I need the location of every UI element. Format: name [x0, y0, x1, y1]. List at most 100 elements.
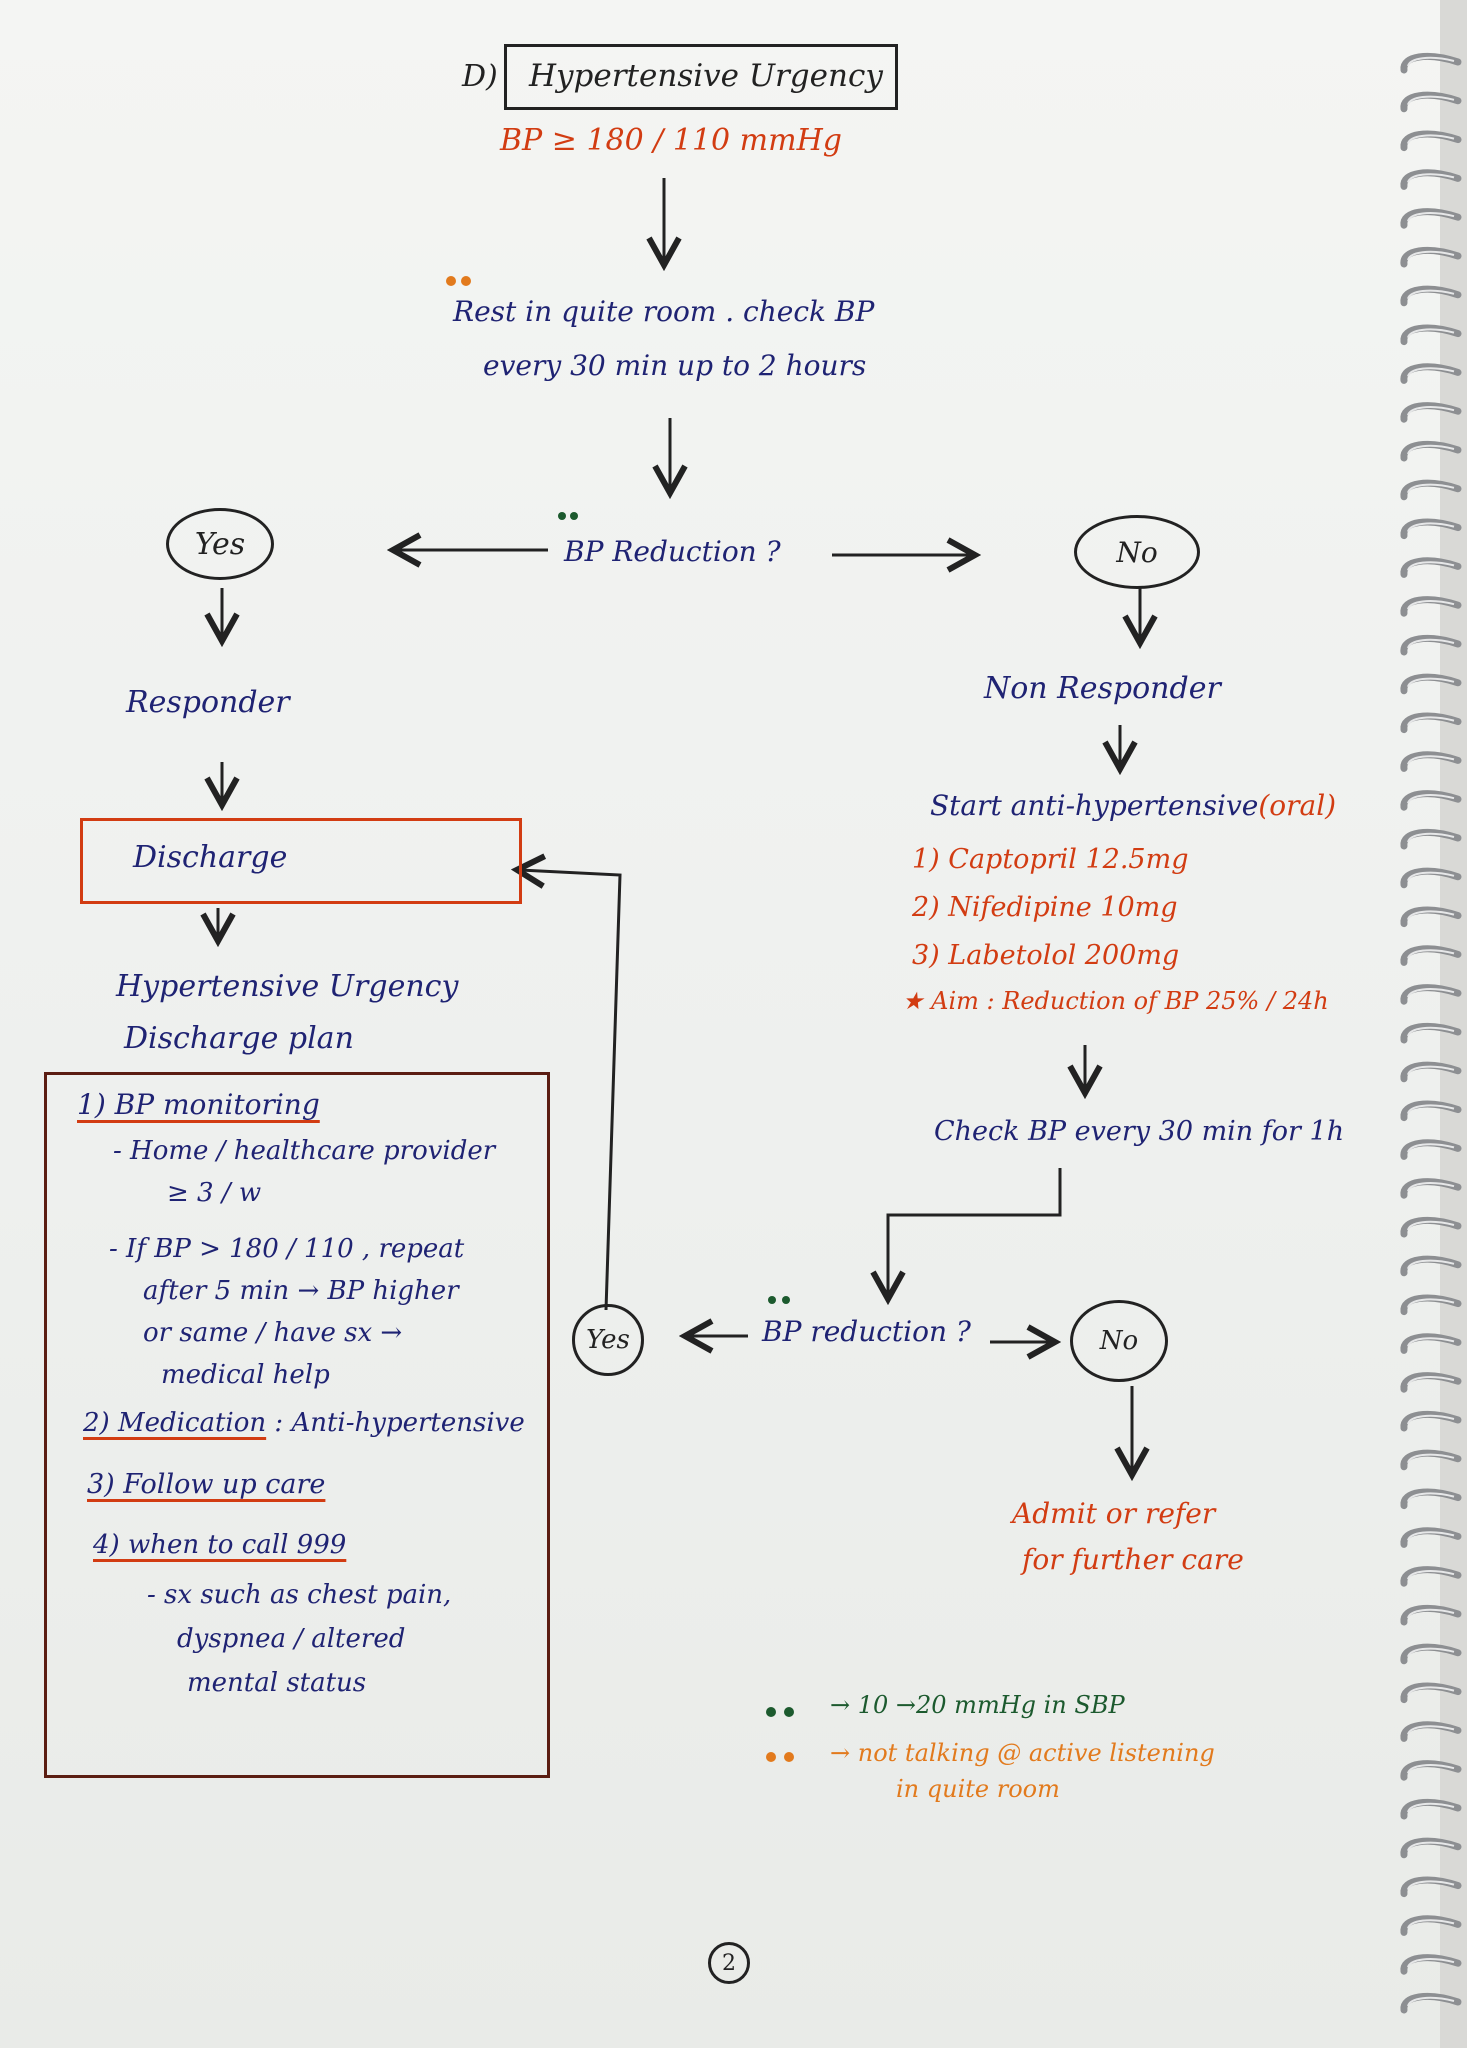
decision2-yes: Yes — [572, 1304, 644, 1376]
plan-item1-bullet2-line4: medical help — [161, 1360, 330, 1390]
spiral-ring-highlight — [1407, 1880, 1455, 1891]
spiral-ring-highlight — [1407, 250, 1455, 261]
spiral-ring-highlight — [1407, 910, 1455, 921]
rest-step-line2: every 30 min up to 2 hours — [483, 349, 867, 382]
non-responder-label: Non Responder — [984, 671, 1221, 706]
plan-item4-line3: mental status — [187, 1668, 367, 1698]
plan-title-line2: Discharge plan — [124, 1021, 354, 1056]
green-dot-marker — [570, 512, 578, 520]
spiral-ring-highlight — [1407, 716, 1455, 727]
treatment-aim: ★ Aim : Reduction of BP 25% / 24h — [902, 987, 1329, 1015]
plan-item1-bullet2-line2: after 5 min → BP higher — [143, 1276, 459, 1306]
plan-item1-bullet2-line3: or same / have sx → — [143, 1318, 403, 1348]
spiral-ring-highlight — [1407, 1570, 1455, 1580]
plan-item2: 2) Medication : Anti-hypertensive — [83, 1408, 525, 1439]
arrow-recheck-to-decision2 — [888, 1168, 1062, 1296]
plan-item1-heading: 1) BP monitoring — [77, 1088, 320, 1121]
discharge-label: Discharge — [133, 840, 288, 875]
drug-labetolol: 3) Labetolol 200mg — [912, 940, 1180, 971]
spiral-ring-highlight — [1407, 173, 1455, 183]
green-dot-marker — [782, 1296, 790, 1304]
spiral-binding — [1398, 40, 1464, 2030]
spiral-ring-highlight — [1407, 289, 1455, 300]
spiral-ring-highlight — [1407, 1919, 1455, 1929]
spiral-ring-highlight — [1407, 367, 1455, 377]
spiral-ring-highlight — [1407, 1182, 1455, 1192]
spiral-ring-highlight — [1407, 1337, 1455, 1347]
plan-item4-line2: dyspnea / altered — [177, 1624, 406, 1654]
orange-dot-marker — [461, 276, 471, 286]
legend-orange-dot — [766, 1752, 776, 1762]
plan-item1-bullet1-line2: ≥ 3 / w — [167, 1178, 262, 1208]
decision1-no: No — [1074, 515, 1200, 589]
plan-item1-bullet1-line1: - Home / healthcare provider — [113, 1136, 496, 1166]
legend-orange-line1: → not talking @ active listening — [830, 1739, 1215, 1767]
spiral-ring-highlight — [1407, 600, 1455, 610]
legend-green-dot — [766, 1707, 776, 1717]
spiral-ring-highlight — [1407, 1802, 1455, 1813]
responder-label: Responder — [126, 685, 290, 720]
spiral-ring-highlight — [1407, 1104, 1455, 1115]
page-number: 2 — [708, 1942, 750, 1984]
spiral-ring-highlight — [1407, 1764, 1455, 1774]
title-box: Hypertensive Urgency — [504, 44, 898, 110]
plan-item4-line1: - sx such as chest pain, — [147, 1580, 452, 1610]
decision2-question: BP reduction ? — [762, 1315, 971, 1348]
drug-captopril: 1) Captopril 12.5mg — [912, 844, 1189, 875]
legend-green-dot — [784, 1707, 794, 1717]
legend-orange-line2: in quite room — [896, 1775, 1060, 1803]
spiral-ring-highlight — [1407, 134, 1455, 145]
spiral-ring-highlight — [1407, 56, 1455, 67]
spiral-ring-highlight — [1407, 1259, 1455, 1270]
spiral-ring-highlight — [1407, 1958, 1455, 1968]
spiral-ring-highlight — [1407, 1453, 1455, 1464]
drug-nifedipine: 2) Nifedipine 10mg — [912, 892, 1178, 923]
start-label: Start anti-hypertensive — [930, 789, 1259, 822]
spiral-ring-highlight — [1407, 328, 1455, 339]
decision2-yes-label: Yes — [586, 1325, 630, 1355]
legend-green-text: → 10 →20 mmHg in SBP — [830, 1691, 1125, 1719]
spiral-ring-highlight — [1407, 1531, 1455, 1541]
decision1-yes: Yes — [166, 508, 274, 580]
spiral-ring-highlight — [1407, 1065, 1455, 1076]
decision1-yes-label: Yes — [194, 526, 246, 562]
spiral-ring-highlight — [1407, 988, 1455, 998]
page-title: Hypertensive Urgency — [529, 58, 883, 94]
spiral-ring-highlight — [1407, 638, 1455, 649]
spiral-ring-highlight — [1407, 1996, 1455, 2007]
decision2-no: No — [1070, 1300, 1168, 1382]
plan-item2-rest: : Anti-hypertensive — [274, 1408, 525, 1438]
spiral-ring-highlight — [1407, 522, 1455, 533]
spiral-ring-highlight — [1407, 1376, 1455, 1386]
discharge-plan-box: 1) BP monitoring - Home / healthcare pro… — [44, 1072, 550, 1778]
green-dot-marker — [558, 512, 566, 520]
title-prefix: D) — [462, 59, 498, 94]
green-dot-marker — [768, 1296, 776, 1304]
spiral-ring-highlight — [1407, 832, 1455, 843]
spiral-ring-highlight — [1407, 483, 1455, 494]
spiral-ring-highlight — [1407, 1298, 1455, 1309]
orange-dot-marker — [446, 276, 456, 286]
legend-orange-dot — [784, 1752, 794, 1762]
spiral-ring-highlight — [1407, 1608, 1455, 1619]
admit-line1: Admit or refer — [1012, 1497, 1216, 1530]
decision1-question: BP Reduction ? — [564, 535, 781, 568]
spiral-ring-highlight — [1407, 95, 1455, 106]
spiral-ring-highlight — [1407, 1686, 1455, 1697]
decision2-no-label: No — [1099, 1326, 1139, 1356]
spiral-ring-highlight — [1407, 794, 1455, 804]
spiral-ring-highlight — [1407, 444, 1455, 455]
spiral-ring-highlight — [1407, 1647, 1455, 1658]
start-antihypertensive: Start anti-hypertensive(oral) — [930, 789, 1336, 822]
arrow-yes2-to-discharge — [520, 870, 622, 1311]
spiral-ring-highlight — [1407, 755, 1455, 765]
recheck-bp: Check BP every 30 min for 1h — [934, 1116, 1345, 1147]
spiral-ring-highlight — [1407, 561, 1455, 571]
page-number-label: 2 — [722, 1950, 736, 1976]
plan-title-line1: Hypertensive Urgency — [116, 969, 459, 1004]
admit-line2: for further care — [1022, 1543, 1244, 1576]
bp-criteria: BP ≥ 180 / 110 mmHg — [500, 123, 842, 158]
